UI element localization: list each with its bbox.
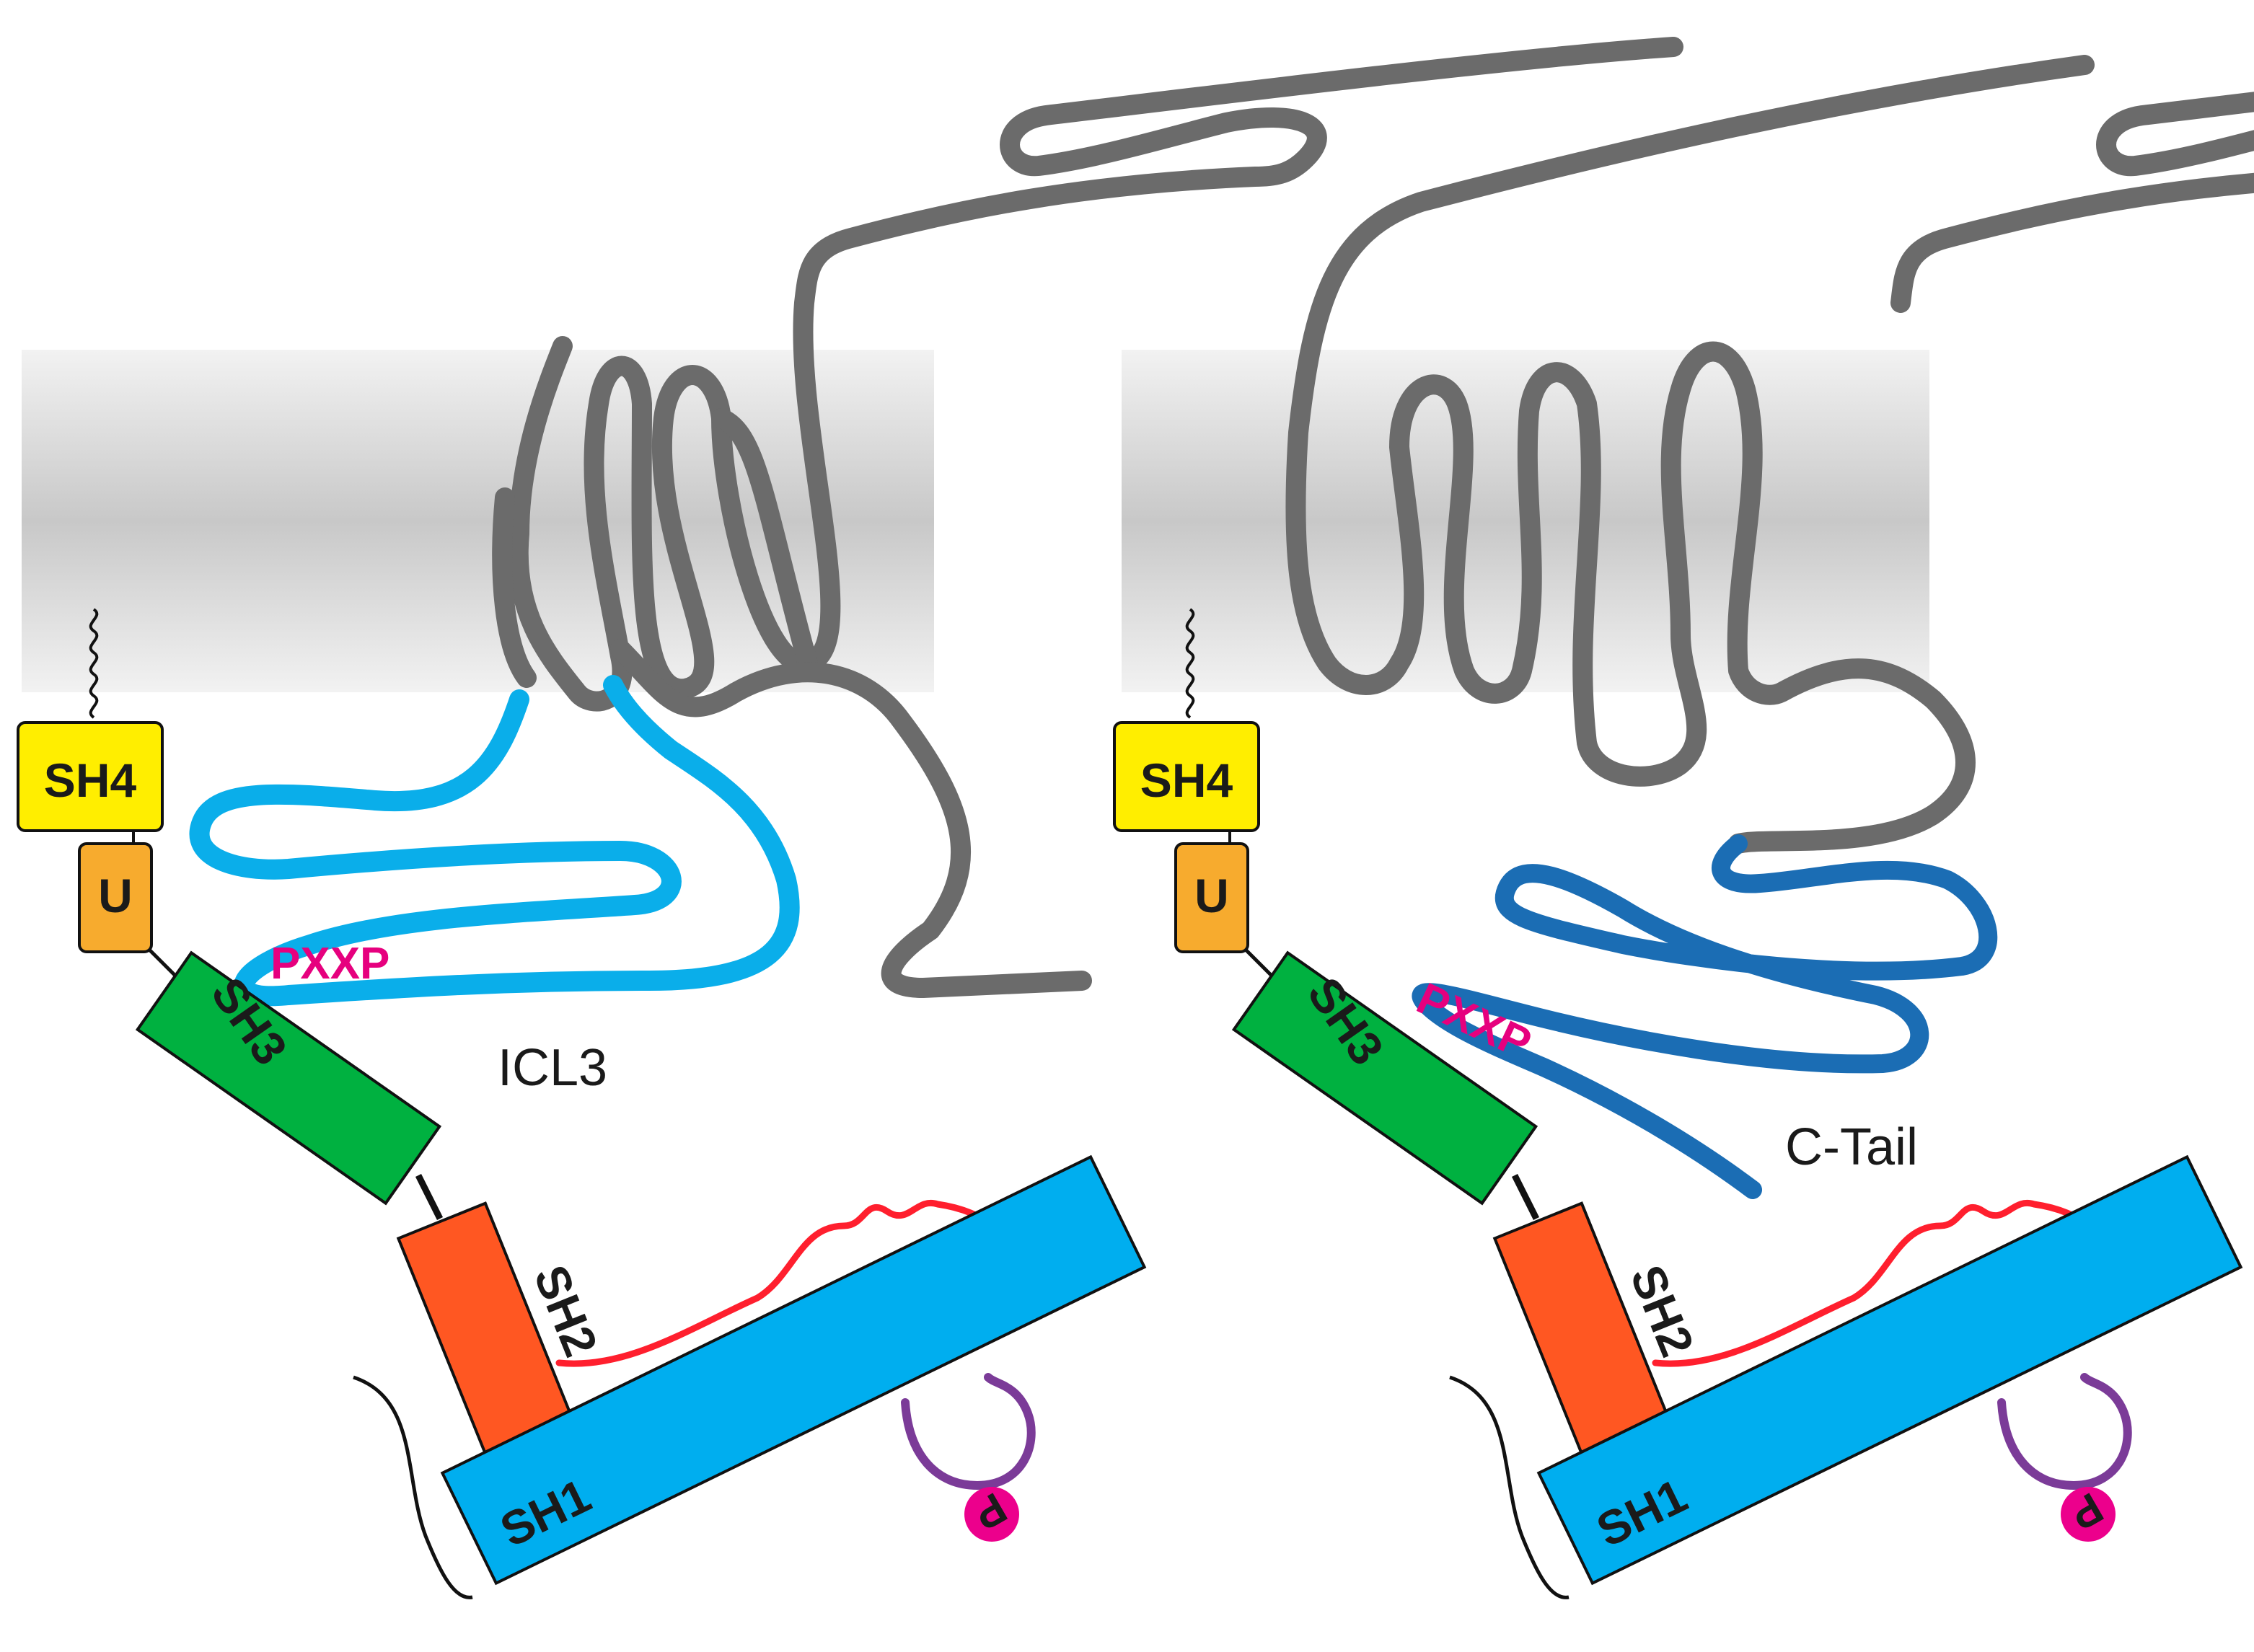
sh4-domain: SH4	[17, 721, 164, 832]
kinase-c-terminal-tail	[1449, 1375, 1570, 1599]
sh1-kinase-domain: SH1	[440, 1154, 1147, 1586]
sh1-kinase-domain: SH1	[1536, 1154, 2243, 1586]
receptor-ctail-extension	[610, 639, 1092, 998]
u-label: U	[98, 869, 133, 922]
phosphotyrosine: P	[964, 1483, 1019, 1542]
unique-domain: U	[1174, 842, 1249, 953]
sh3-domain: SH3	[1231, 950, 1538, 1206]
unique-domain: U	[78, 842, 153, 953]
sh4-label: SH4	[1140, 754, 1233, 807]
receptor-helices-body	[1285, 55, 2095, 854]
activation-loop	[1997, 1373, 2132, 1490]
ctail-label: C-Tail	[1785, 1118, 1918, 1176]
receptor-ctail	[711, 408, 818, 673]
kinase-c-terminal-tail	[353, 1375, 473, 1599]
u-label: U	[1194, 869, 1229, 922]
icl3-label: ICL3	[498, 1039, 607, 1097]
phosphotyrosine: P	[2061, 1483, 2116, 1542]
connector-sh3-sh2	[1511, 1173, 1540, 1221]
pxxp-motif-label: PXXP	[270, 939, 389, 989]
connector-sh3-sh2	[415, 1173, 444, 1221]
activation-loop	[901, 1373, 1036, 1490]
myristoyl-anchor	[1185, 608, 1195, 719]
sh2-kinase-linker	[555, 1199, 1028, 1367]
receptor-transmembrane-helices	[1890, 92, 2254, 313]
icl3-loop	[189, 675, 800, 1007]
ctail-loop	[1412, 834, 1998, 1199]
receptor-transmembrane-helices	[508, 37, 1683, 712]
receptor-helix-5-6	[492, 487, 537, 688]
sh4-domain: SH4	[1113, 721, 1260, 832]
sh2-kinase-linker	[1652, 1199, 2124, 1367]
panel-left: SH4 U SH3 SH2 SH1 P P	[17, 37, 1683, 1599]
sh4-label: SH4	[44, 754, 137, 807]
myristoyl-anchor	[89, 608, 99, 719]
sh2-domain: SH2	[396, 1201, 608, 1481]
panel-right: SH4 U SH3 SH2 SH1 P PXXP C-Tail	[1113, 55, 2254, 1599]
